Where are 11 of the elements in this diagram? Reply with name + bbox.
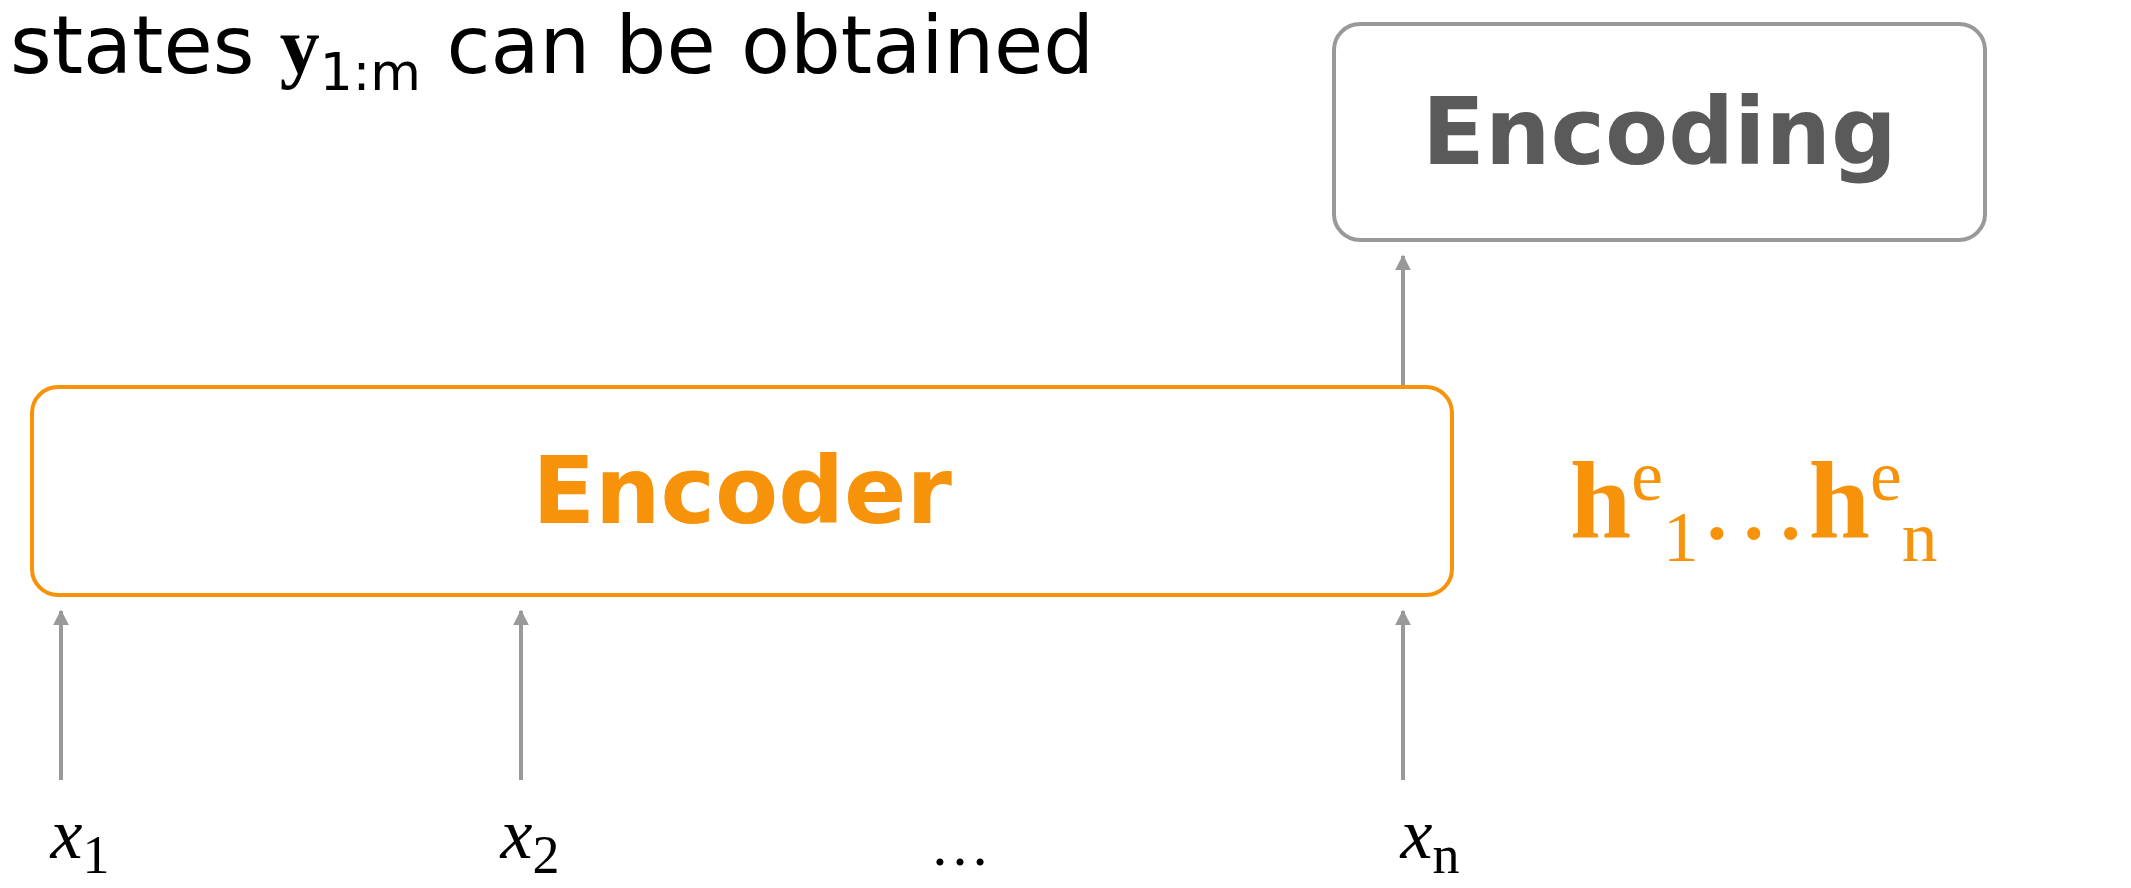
input-variable: x$_{n}$ [1400, 797, 1460, 883]
encoder-box: Encoder [30, 385, 1454, 597]
output-box: Encoding [1332, 22, 1987, 242]
arrow [1395, 254, 1411, 385]
input-variable: x$_{1}$ [50, 797, 110, 883]
caption-text: states y$_{1:m}$ can be obtained [10, 6, 1095, 98]
arrow [1395, 609, 1411, 780]
arrow [513, 609, 529, 780]
ellipsis: … [930, 815, 990, 875]
arrow [53, 609, 69, 780]
input-variable: x$_{2}$ [500, 797, 560, 883]
